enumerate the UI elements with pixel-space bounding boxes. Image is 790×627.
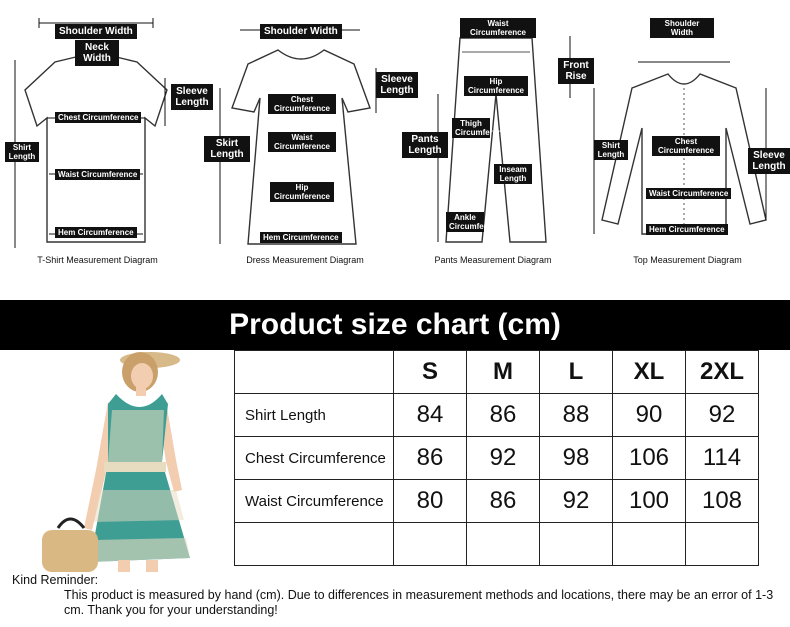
- top-outline-icon: [593, 61, 767, 235]
- empty-cell: [234, 522, 394, 566]
- label-hem-circumference: Hem Circumference: [260, 232, 342, 243]
- label-thigh-circumference: Thigh Circumference: [452, 118, 511, 138]
- label-front-rise: Front Rise: [558, 58, 594, 84]
- table-cell: 92: [685, 393, 759, 437]
- table-cell: 108: [685, 479, 759, 523]
- dress-model-icon: [0, 350, 234, 572]
- table-cell: 86: [466, 479, 540, 523]
- size-header-xl: XL: [612, 350, 686, 394]
- empty-cell: [612, 522, 686, 566]
- table-row: Shirt Length 84 86 88 90 92: [234, 393, 759, 437]
- dress-outline-icon: [219, 29, 377, 245]
- label-shirt-length: Shirt Length: [5, 142, 39, 162]
- table-row: Waist Circumference 80 86 92 100 108: [234, 479, 759, 523]
- label-chest-circumference: Chest Circumference: [55, 112, 142, 123]
- size-chart-title: Product size chart (cm): [0, 300, 790, 350]
- size-header-l: L: [539, 350, 613, 394]
- row-label: Chest Circumference: [234, 436, 394, 480]
- label-neck-width: Neck Width: [75, 40, 119, 66]
- table-corner-cell: [234, 350, 394, 394]
- label-hip-circumference: Hip Circumference: [270, 182, 334, 202]
- label-ankle-circumference: Ankle Circumference: [446, 212, 505, 232]
- label-shoulder-width: Shoulder Width: [55, 24, 137, 39]
- table-row-empty: [234, 522, 759, 566]
- empty-cell: [466, 522, 540, 566]
- label-shoulder-width: Shoulder Width: [650, 18, 714, 38]
- label-waist-circumference: Waist Circumference: [268, 132, 336, 152]
- label-chest-circumference: Chest Circumference: [268, 94, 336, 114]
- top-diagram: Shoulder Width Chest Circumference Shirt…: [590, 8, 790, 265]
- label-hem-circumference: Hem Circumference: [646, 224, 728, 235]
- table-cell: 114: [685, 436, 759, 480]
- label-sleeve-length: Sleeve Length: [748, 148, 790, 174]
- label-inseam-length: Inseam Length: [494, 164, 532, 184]
- tshirt-diagram-caption: T-Shirt Measurement Diagram: [37, 255, 158, 265]
- table-cell: 80: [393, 479, 467, 523]
- size-header-2xl: 2XL: [685, 350, 759, 394]
- size-header-s: S: [393, 350, 467, 394]
- table-cell: 98: [539, 436, 613, 480]
- label-hip-circumference: Hip Circumference: [464, 76, 528, 96]
- tshirt-diagram: Shoulder Width Neck Width Sleeve Length …: [5, 8, 213, 265]
- label-waist-circumference: Waist Circumference: [55, 169, 141, 180]
- product-photo: [0, 350, 234, 572]
- label-skirt-length: Skirt Length: [204, 136, 250, 162]
- table-cell: 100: [612, 479, 686, 523]
- table-row: Chest Circumference 86 92 98 106 114: [234, 436, 759, 480]
- table-header-row: S M L XL 2XL: [234, 350, 759, 394]
- empty-cell: [685, 522, 759, 566]
- pants-diagram: Waist Circumference Front Rise Hip Circu…: [398, 8, 594, 265]
- table-cell: 88: [539, 393, 613, 437]
- pants-diagram-caption: Pants Measurement Diagram: [434, 255, 552, 265]
- label-shirt-length: Shirt Length: [594, 140, 628, 160]
- measurement-diagrams: Shoulder Width Neck Width Sleeve Length …: [0, 0, 790, 290]
- row-label: Shirt Length: [234, 393, 394, 437]
- table-cell: 92: [466, 436, 540, 480]
- table-cell: 106: [612, 436, 686, 480]
- label-hem-circumference: Hem Circumference: [55, 227, 137, 238]
- dress-diagram: Shoulder Width Sleeve Length Chest Circu…: [200, 8, 418, 265]
- table-cell: 92: [539, 479, 613, 523]
- size-table: S M L XL 2XL Shirt Length 84 86 88 90 92…: [234, 350, 759, 566]
- row-label: Waist Circumference: [234, 479, 394, 523]
- reminder-title: Kind Reminder:: [12, 573, 99, 587]
- label-chest-circumference: Chest Circumference: [652, 136, 720, 156]
- label-shoulder-width: Shoulder Width: [260, 24, 342, 39]
- label-sleeve-length: Sleeve Length: [376, 72, 418, 98]
- label-waist-circumference: Waist Circumference: [646, 188, 732, 199]
- label-pants-length: Pants Length: [402, 132, 448, 158]
- table-cell: 86: [466, 393, 540, 437]
- empty-cell: [393, 522, 467, 566]
- top-diagram-caption: Top Measurement Diagram: [633, 255, 742, 265]
- table-cell: 84: [393, 393, 467, 437]
- empty-cell: [539, 522, 613, 566]
- kind-reminder: Kind Reminder: This product is measured …: [12, 573, 782, 618]
- reminder-text: This product is measured by hand (cm). D…: [64, 588, 774, 617]
- size-header-m: M: [466, 350, 540, 394]
- dress-diagram-caption: Dress Measurement Diagram: [246, 255, 364, 265]
- table-cell: 86: [393, 436, 467, 480]
- label-waist-circumference: Waist Circumference: [460, 18, 536, 38]
- label-sleeve-length: Sleeve Length: [171, 84, 213, 110]
- table-cell: 90: [612, 393, 686, 437]
